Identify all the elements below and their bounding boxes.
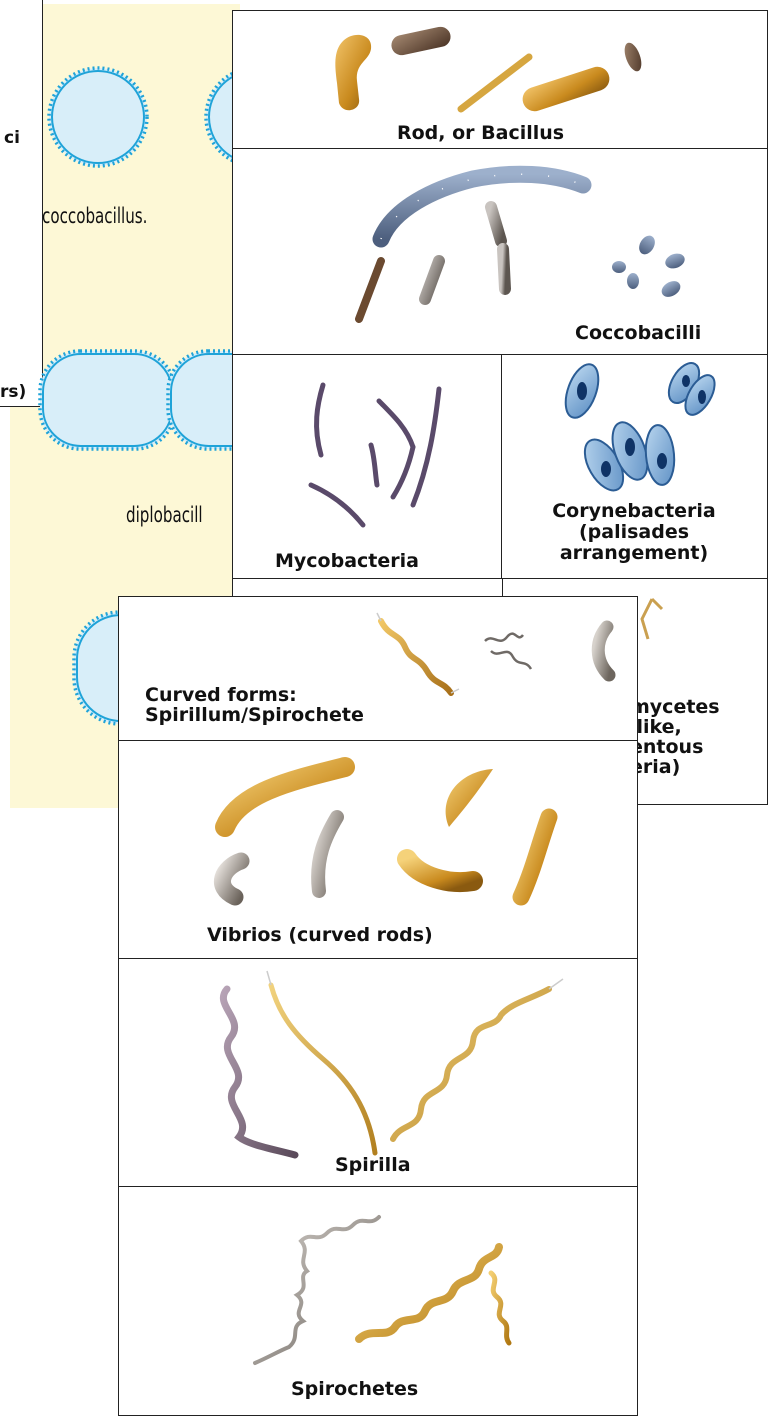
- spirilla-label: Spirilla: [335, 1155, 411, 1176]
- spirilla-cell: Spirilla: [118, 958, 638, 1188]
- curved-panel: Curved forms: Spirillum/Spirochete Vibri…: [118, 596, 638, 1416]
- coccobacilli-label: Coccobacilli: [575, 323, 701, 344]
- mycobacteria-label: Mycobacteria: [275, 551, 419, 572]
- diplobacilli-label: diplobacill: [126, 503, 203, 527]
- diplobacillus-cell-right: [168, 351, 240, 449]
- coccobacillus-label: coccobacillus.: [42, 204, 147, 228]
- rod-label: Rod, or Bacillus: [397, 123, 564, 144]
- rod-cell: Rod, or Bacillus: [232, 10, 768, 150]
- coccobacillus-cell: [49, 68, 147, 166]
- actinomycetes-label: mycetes llike, entous eria): [630, 697, 720, 777]
- corynebacteria-label: Corynebacteria (palisades arrangement): [524, 501, 744, 564]
- vibrios-label: Vibrios (curved rods): [207, 925, 433, 946]
- curved-forms-label: Curved forms: Spirillum/Spirochete: [145, 685, 364, 725]
- mycobacteria-drawings: [233, 355, 503, 580]
- coccobacilli-cell: Coccobacilli: [232, 148, 768, 356]
- diplobacillus-cell-left: [40, 351, 175, 449]
- vibrios-cell: Vibrios (curved rods): [118, 740, 638, 960]
- spirochetes-cell: Spirochetes: [118, 1186, 638, 1416]
- mycobacteria-cell: Mycobacteria: [232, 354, 503, 580]
- corynebacteria-cell: Corynebacteria (palisades arrangement): [501, 354, 768, 580]
- spirochetes-label: Spirochetes: [291, 1379, 418, 1400]
- curved-forms-cell: Curved forms: Spirillum/Spirochete: [118, 596, 638, 742]
